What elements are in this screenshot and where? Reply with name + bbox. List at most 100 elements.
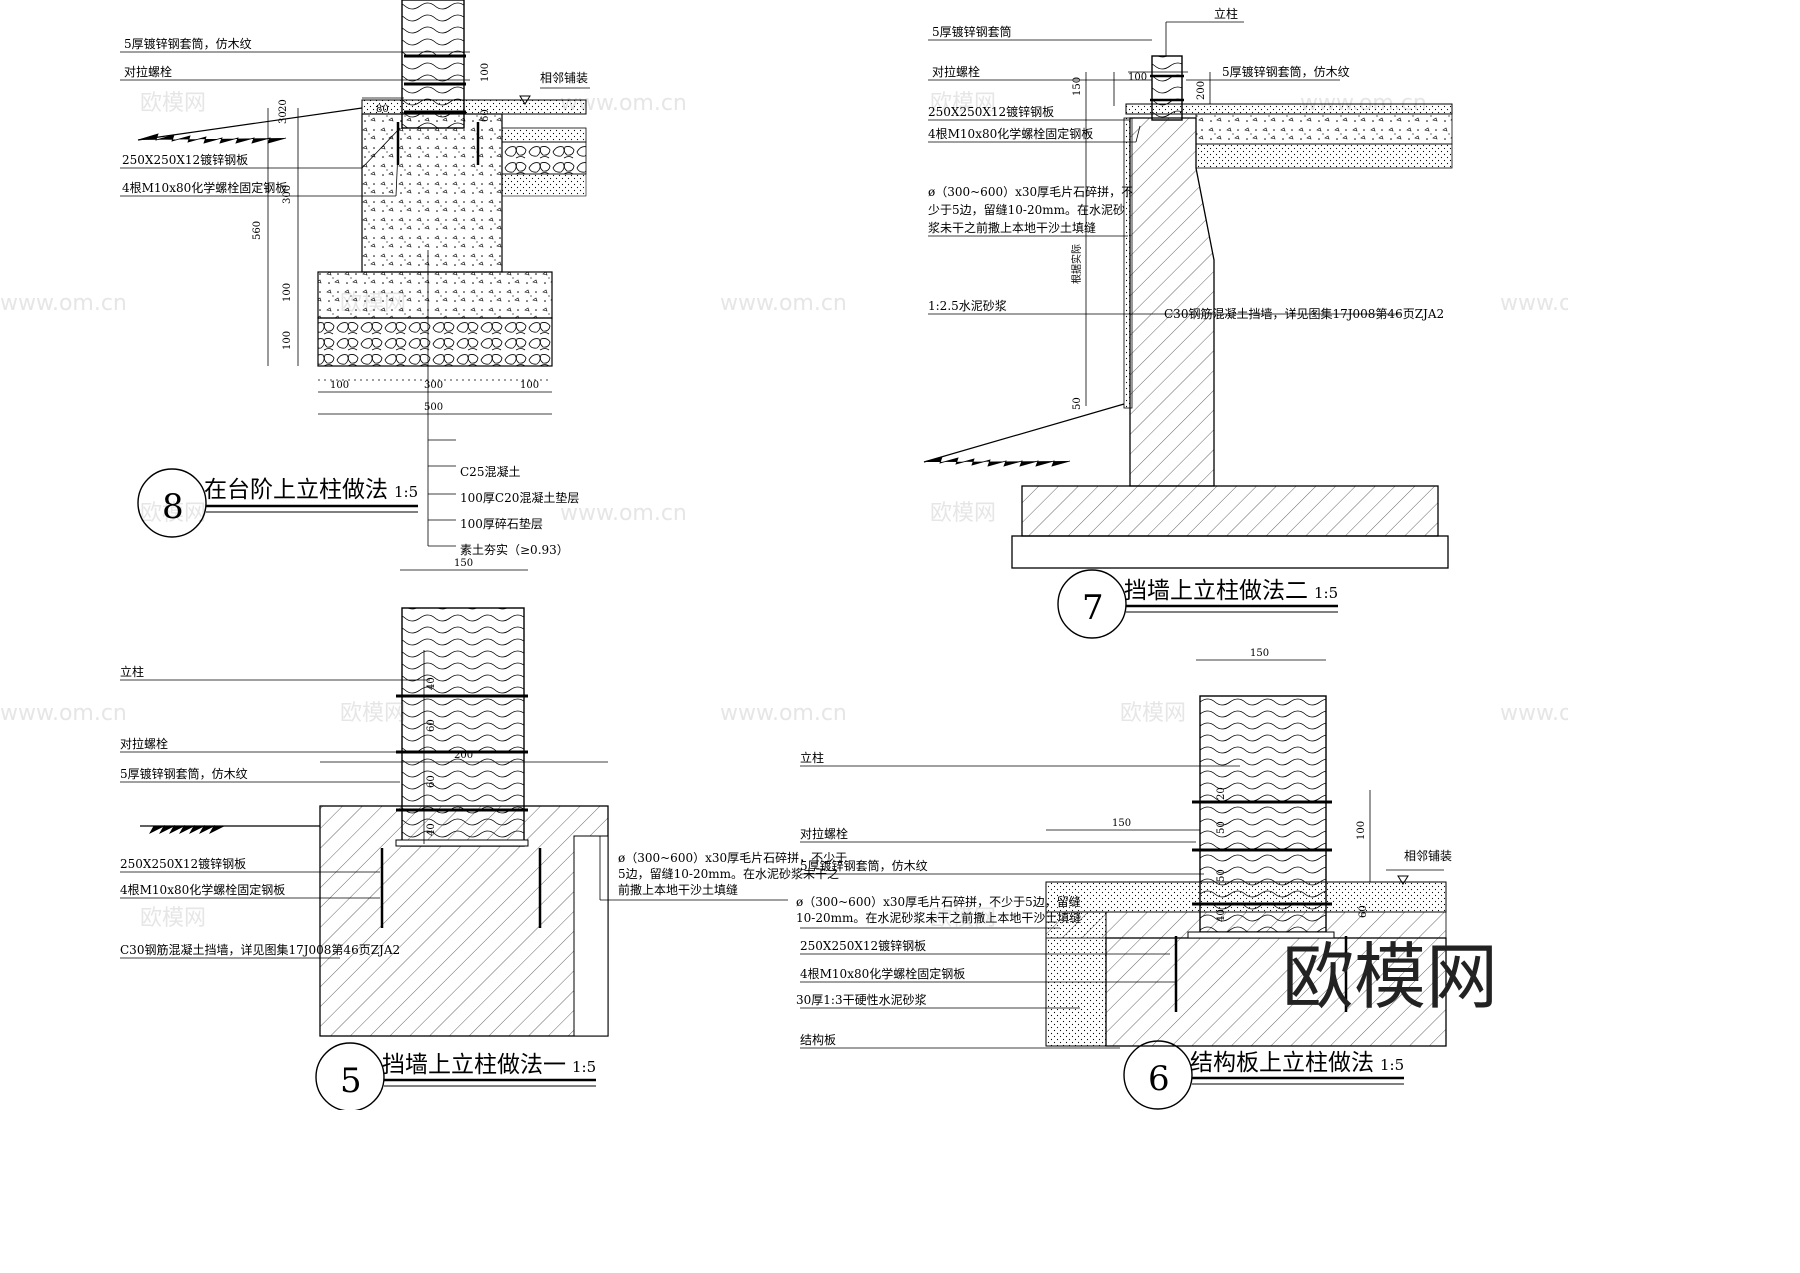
dim-100: 100 [330, 380, 349, 391]
c20-layer [317, 271, 553, 319]
label-bolt: 对拉螺栓 [800, 826, 848, 841]
dim-300: 300 [424, 380, 443, 391]
label-paving: 相邻铺装 [1404, 849, 1452, 863]
dim-80: 80 [376, 104, 389, 115]
label-stone-2: 5边，留缝10-20mm。在水泥砂浆未干之 [618, 866, 839, 881]
watermark-site: www.om.cn [0, 701, 127, 726]
label-anchors: 4根M10x80化学螺栓固定钢板 [928, 126, 1093, 141]
dim-50: 50 [1072, 397, 1083, 410]
label-bolt: 对拉螺栓 [932, 64, 980, 79]
detail-title: 挡墙上立柱做法一 [382, 1052, 566, 1078]
label-plate: 250X250X12镀锌钢板 [928, 105, 1054, 119]
dim-50: 50 [1216, 821, 1227, 834]
label-c25: C25混凝土 [460, 464, 520, 479]
label-sleeve-wood: 5厚镀锌钢套筒，仿木纹 [1222, 64, 1350, 79]
watermark-site: www.om.cn [0, 291, 127, 316]
dim-20: 20 [278, 99, 289, 112]
label-anchors: 4根M10x80化学螺栓固定钢板 [800, 966, 965, 981]
dim-200: 200 [1196, 81, 1207, 100]
dim-20: 20 [1216, 787, 1227, 800]
label-slab: 结构板 [800, 1032, 836, 1047]
dim-300: 300 [282, 185, 293, 204]
watermark-text: 欧模网 [340, 701, 406, 726]
dim-100: 100 [1356, 821, 1367, 840]
label-wall: C30钢筋混凝土挡墙，详见图集17J008第46页ZJA2 [120, 942, 400, 957]
label-c20: 100厚C20混凝土垫层 [460, 490, 579, 505]
watermark-logo: 欧模网 [1282, 935, 1498, 1019]
detail-number-circle [1057, 569, 1127, 639]
gravel-layer [317, 317, 553, 367]
label-column: 立柱 [800, 750, 824, 765]
watermark-text: 欧模网 [930, 906, 996, 931]
dim-100: 100 [480, 63, 491, 82]
watermark-text: 欧模网 [140, 906, 206, 931]
watermark-text: 欧模网 [930, 501, 996, 526]
watermark-site: www.om.cn [720, 701, 847, 726]
watermark-text: 欧模网 [140, 91, 206, 116]
dim-30: 30 [278, 111, 289, 124]
dim-60: 60 [1358, 905, 1369, 918]
label-gravel: 100厚碎石垫层 [460, 516, 543, 531]
label-plate: 250X250X12镀锌钢板 [122, 153, 248, 167]
label-sleeve: 5厚镀锌钢套筒 [932, 24, 1012, 39]
dim-100: 100 [520, 380, 539, 391]
watermark-site: www.om.cn [1500, 291, 1568, 316]
dim-560: 560 [252, 221, 263, 240]
dim-100: 100 [282, 283, 293, 302]
detail-number: 5 [340, 1061, 362, 1101]
construction-details-sheet: 欧模网 www.om.cn 欧模网 www.om.cn www.om.cn 欧模… [0, 0, 1568, 1110]
label-bolt: 对拉螺栓 [124, 64, 172, 79]
label-plate: 250X250X12镀锌钢板 [120, 857, 246, 871]
dim-100: 100 [282, 331, 293, 350]
detail-number: 6 [1148, 1059, 1170, 1099]
watermark-site: www.om.cn [720, 291, 847, 316]
label-soil: 素土夯实（≥0.93） [460, 542, 569, 557]
dim-40: 40 [1216, 909, 1227, 922]
label-mortar: 30厚1:3干硬性水泥砂浆 [796, 992, 927, 1007]
stone-facing [1123, 117, 1133, 409]
label-stone-1: ø（300~600）x30厚毛片石碎拼，不 [928, 184, 1133, 199]
dim-60: 60 [480, 109, 491, 122]
detail-scale: 1:5 [1380, 1056, 1404, 1074]
detail-number-circle [1123, 1040, 1193, 1110]
dim-150: 150 [1250, 648, 1269, 659]
detail-scale: 1:5 [1314, 584, 1338, 602]
detail-number-circle [137, 468, 207, 538]
dim-40: 40 [426, 823, 437, 836]
dim-150: 150 [1072, 77, 1083, 96]
retaining-wall [1129, 117, 1215, 487]
dim-200: 200 [454, 750, 473, 761]
detail-scale: 1:5 [572, 1058, 596, 1076]
detail-number: 8 [162, 487, 184, 527]
label-stone-2: 少于5边，留缝10-20mm。在水泥砂 [928, 202, 1125, 217]
dim-150: 150 [454, 558, 473, 569]
dim-60: 60 [426, 775, 437, 788]
wall-footing [1021, 485, 1439, 537]
detail-scale: 1:5 [394, 483, 418, 501]
watermark-site: www.om.cn [560, 501, 687, 526]
watermark-text: 欧模网 [1120, 701, 1186, 726]
detail-number: 7 [1082, 588, 1104, 628]
dim-40: 40 [426, 677, 437, 690]
label-plate: 250X250X12镀锌钢板 [800, 939, 926, 953]
label-anchors: 4根M10x80化学螺栓固定钢板 [122, 180, 287, 195]
label-wall: C30钢筋混凝土挡墙，详见图集17J008第46页ZJA2 [1164, 306, 1444, 321]
detail-7: 立柱 5厚镀锌钢套筒 对拉螺栓 5厚镀锌钢套筒，仿木纹 250X250X12镀锌… [923, 6, 1453, 639]
label-stone-2: 10-20mm。在水泥砂浆未干之前撒上本地干沙土填缝 [796, 910, 1081, 925]
label-stone-3: 前撒上本地干沙土填缝 [618, 882, 738, 897]
label-site: 根据实际 [1070, 244, 1083, 284]
structural-slab [1105, 937, 1447, 1047]
concrete-pier [361, 113, 503, 273]
detail-number-circle [315, 1042, 385, 1110]
detail-6: 150 150 立柱 对拉螺栓 5厚镀锌钢套筒，仿木纹 ø（300~600）x3… [796, 648, 1452, 1110]
detail-title: 在台阶上立柱做法 [204, 477, 388, 503]
label-anchors: 4根M10x80化学螺栓固定钢板 [120, 882, 285, 897]
label-paving: 相邻铺装 [540, 71, 588, 85]
dim-100: 100 [1128, 72, 1147, 83]
watermark-text: 欧模网 [140, 501, 206, 526]
label-stone-1: ø（300~600）x30厚毛片石碎拼，不少于5边，留缝 [796, 894, 1081, 909]
label-mortar: 1:2.5水泥砂浆 [928, 298, 1007, 313]
dim-500: 500 [424, 402, 443, 413]
dim-60: 60 [426, 719, 437, 732]
label-bolt: 对拉螺栓 [120, 736, 168, 751]
